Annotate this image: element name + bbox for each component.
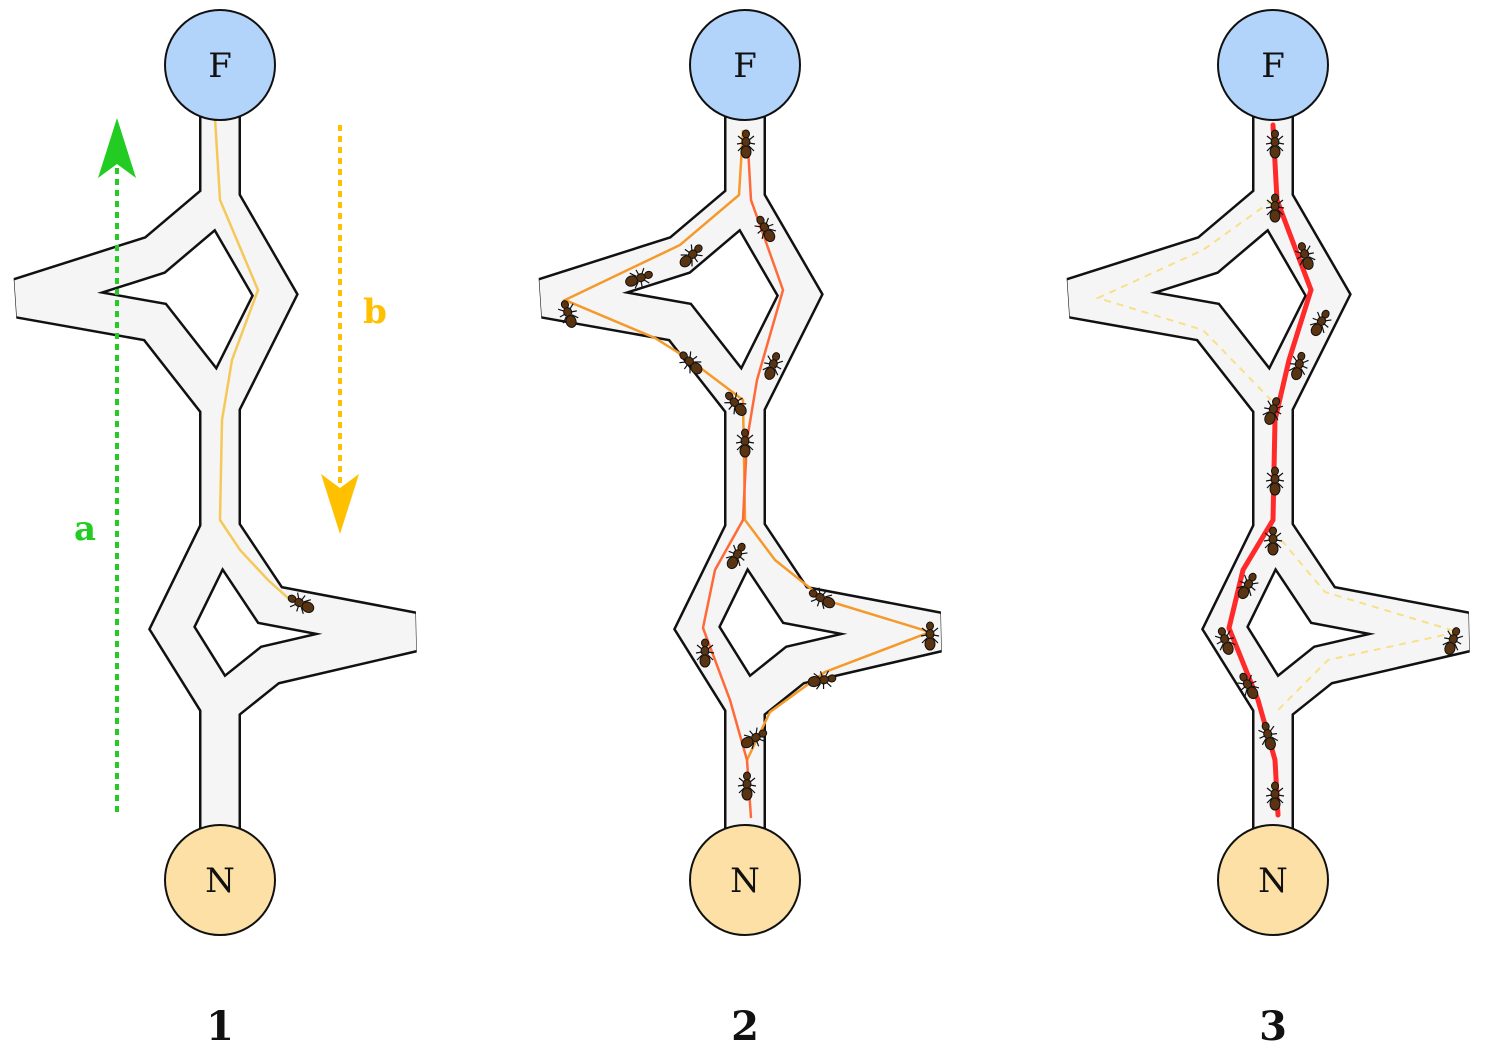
food-node: F [164,9,276,121]
food-node-label: F [208,46,232,86]
panel-3: F N 3 [1066,9,1470,1050]
nest-node: N [689,824,801,936]
pheromone-trail-short [701,129,785,819]
panel-label: 2 [731,1003,759,1050]
corridor [1066,110,1470,830]
faded-trail [1095,199,1274,401]
nest-node-label: N [730,861,760,901]
arrow-b-label: b [363,292,387,332]
food-node-label: F [733,46,757,86]
nest-node-label: N [1258,861,1288,901]
pheromone-trail-long [561,129,934,761]
panel-label: 3 [1259,1003,1287,1050]
food-node: F [689,9,801,121]
pheromone-trail [213,117,289,599]
faded-trail [1272,529,1459,711]
nest-node: N [1217,824,1329,936]
panel-2: F N 2 [538,9,942,1050]
corridor [538,110,942,830]
dashed-arrow-up-icon [98,118,136,812]
panel-1: a b F N 1 [13,9,417,1050]
nest-node: N [164,824,276,936]
food-node: F [1217,9,1329,121]
food-node-label: F [1261,46,1285,86]
dashed-arrow-down-icon [321,125,359,534]
corridor [13,110,417,830]
nest-node-label: N [205,861,235,901]
arrow-a-label: a [74,509,96,549]
panel-label: 1 [206,1003,234,1050]
shortest-path-trail [1226,122,1314,818]
